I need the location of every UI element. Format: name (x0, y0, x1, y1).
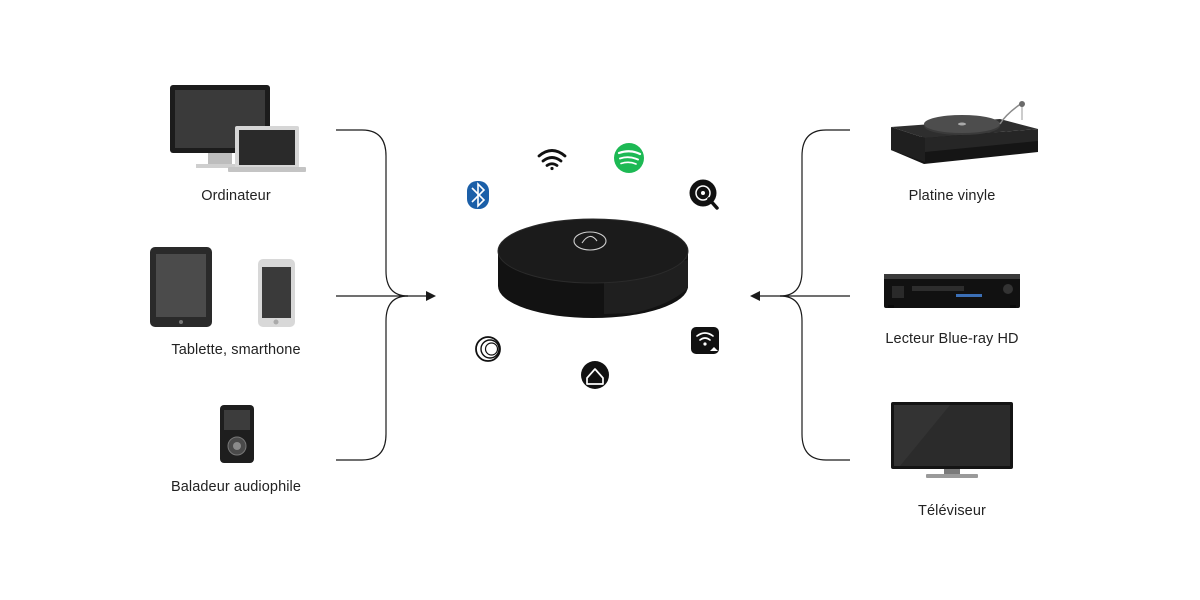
bluetooth-icon (467, 181, 489, 209)
tidal-icon (475, 336, 501, 362)
left-connector (336, 129, 428, 461)
turntable-icon (891, 101, 1038, 164)
streamer-hub-icon (497, 218, 689, 318)
audio-player-icon (220, 405, 254, 463)
television-icon (891, 402, 1013, 478)
tablet-smartphone-icon (150, 247, 295, 327)
bluray-player-icon (884, 274, 1020, 308)
spotify-icon (614, 143, 644, 173)
input-label-tablet-smartphone: Tablette, smarthone (171, 342, 301, 358)
airplay-icon (691, 327, 719, 354)
input-label-audio-player: Baladeur audiophile (170, 479, 302, 495)
computer-laptop-icon (170, 85, 306, 172)
wifi-icon (537, 149, 567, 171)
left-arrowhead (426, 291, 436, 301)
home-app-icon (581, 361, 609, 389)
source-label-turntable: Platine vinyle (908, 188, 996, 204)
right-connector (760, 129, 850, 461)
input-label-computer: Ordinateur (201, 188, 271, 204)
source-label-bluray: Lecteur Blue-ray HD (885, 331, 1019, 347)
right-arrowhead (750, 291, 760, 301)
qobuz-icon (689, 179, 719, 210)
source-label-television: Téléviseur (918, 503, 986, 519)
